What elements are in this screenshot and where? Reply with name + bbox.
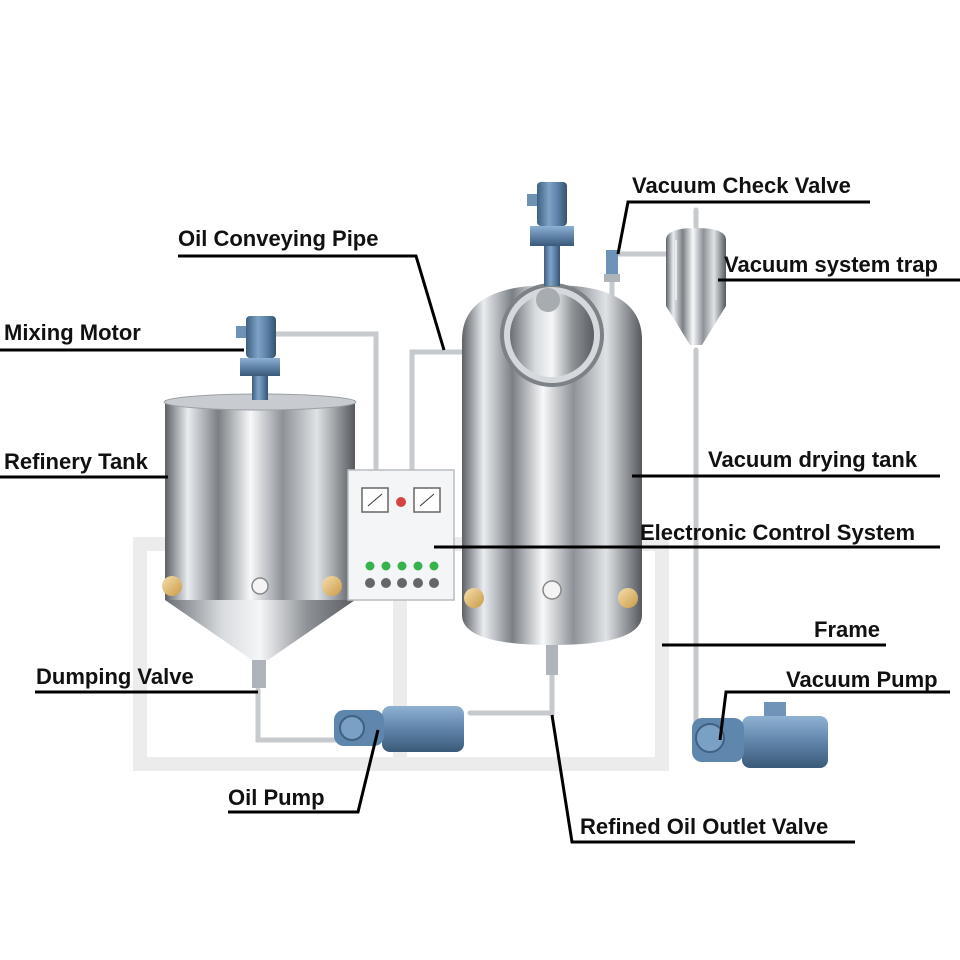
label-electronic-control-system: Electronic Control System xyxy=(640,520,916,545)
vacuum-system-trap xyxy=(666,228,726,345)
label-refined-oil-outlet-valve: Refined Oil Outlet Valve xyxy=(580,814,829,839)
oil-pump-unit xyxy=(334,706,464,752)
mixing-motor-unit xyxy=(236,316,280,400)
label-vacuum-drying-tank: Vacuum drying tank xyxy=(708,447,918,472)
label-mixing-motor: Mixing Motor xyxy=(4,320,141,345)
leader-lines xyxy=(0,200,960,844)
label-refinery-tank: Refinery Tank xyxy=(4,449,148,474)
label-vacuum-check-valve: Vacuum Check Valve xyxy=(632,173,851,198)
label-oil-pump: Oil Pump xyxy=(228,785,325,810)
label-vacuum-system-trap: Vacuum system trap xyxy=(724,252,938,277)
refinery-tank xyxy=(162,393,357,688)
label-frame: Frame xyxy=(814,617,881,642)
vacuum-check-valve xyxy=(604,250,620,282)
label-dumping-valve: Dumping Valve xyxy=(36,664,194,689)
vacuum-pump-unit xyxy=(692,702,828,768)
label-oil-conveying-pipe: Oil Conveying Pipe xyxy=(178,226,379,251)
electronic-control-cabinet xyxy=(347,469,455,601)
vacuum-drying-tank xyxy=(462,283,642,675)
label-vacuum-pump: Vacuum Pump xyxy=(786,667,938,692)
drying-tank-motor xyxy=(527,182,574,286)
